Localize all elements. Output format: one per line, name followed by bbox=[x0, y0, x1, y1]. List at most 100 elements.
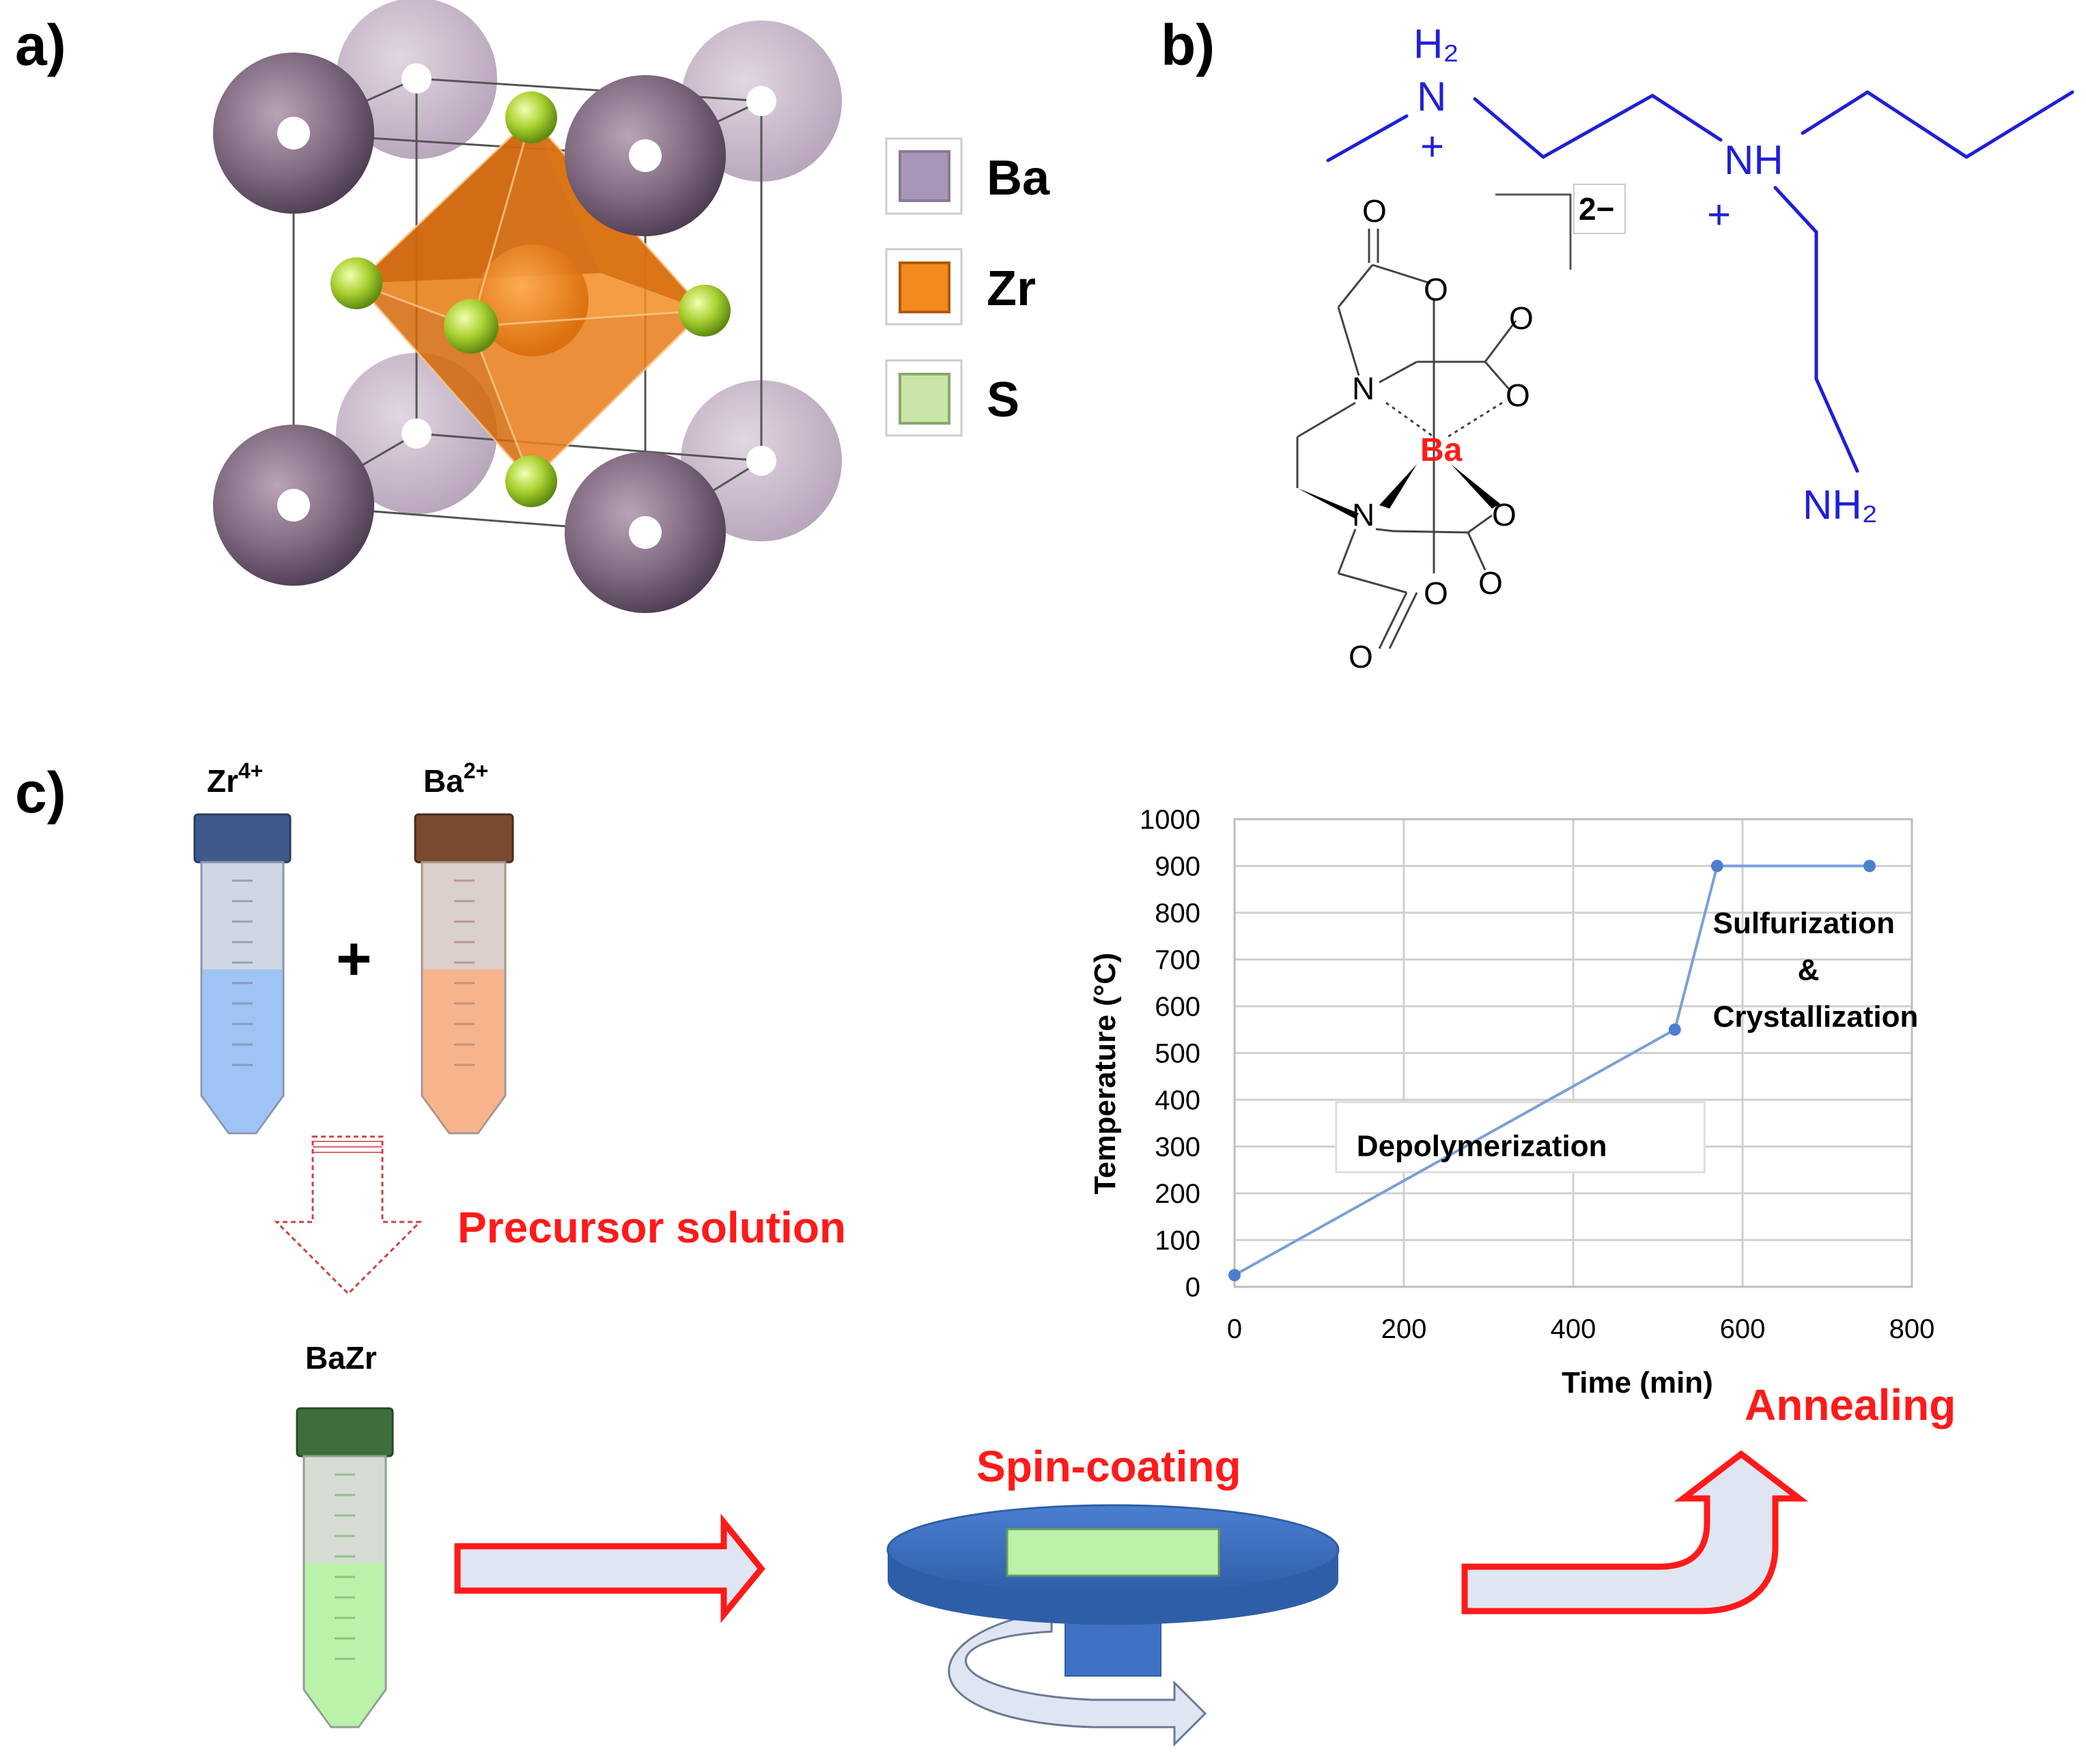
tube-graduations bbox=[335, 1473, 355, 1660]
atom-nh2: NH₂ bbox=[1803, 482, 1878, 528]
charge-plus: + bbox=[1420, 124, 1444, 169]
y-tick-label: 100 bbox=[1155, 1226, 1200, 1256]
ba-edta-complex: 2− bbox=[1296, 184, 1626, 674]
atom-n: N bbox=[1417, 74, 1446, 119]
flow-arrow bbox=[454, 1513, 765, 1623]
legend-swatch-ba bbox=[899, 150, 950, 202]
y-tick-label: 300 bbox=[1155, 1133, 1200, 1163]
x-tick-label: 400 bbox=[1551, 1314, 1596, 1344]
tube-zr: Zr4+ bbox=[193, 758, 292, 1135]
plot-frame bbox=[1233, 818, 1913, 1288]
rotation-arrow bbox=[948, 1610, 1207, 1747]
zr-atom bbox=[477, 244, 589, 356]
charge-plus: + bbox=[1707, 192, 1731, 238]
atom-o: O bbox=[1362, 193, 1387, 229]
series-line bbox=[1228, 859, 1876, 1281]
s-atom bbox=[330, 257, 382, 309]
x-tick-label: 600 bbox=[1720, 1314, 1766, 1344]
annotation-crystallization: Crystallization bbox=[1713, 1000, 1919, 1034]
panel-label-b: b) bbox=[1161, 13, 1215, 77]
wedge-bond bbox=[1451, 464, 1500, 509]
data-point bbox=[1863, 859, 1876, 872]
atom-o: O bbox=[1509, 300, 1534, 336]
y-tick-label: 0 bbox=[1185, 1272, 1200, 1303]
s-atom bbox=[505, 91, 557, 143]
tube-bazr: BaZr bbox=[296, 1340, 394, 1729]
tube-cap bbox=[296, 1407, 394, 1457]
s-atom bbox=[505, 455, 557, 507]
atom-o: O bbox=[1349, 639, 1373, 674]
plus-sign: + bbox=[336, 925, 372, 993]
atom-o: O bbox=[1478, 565, 1503, 601]
atom-o: O bbox=[1506, 378, 1530, 413]
y-tick-label: 500 bbox=[1155, 1039, 1200, 1069]
annotation-depolymerization: Depolymerization bbox=[1357, 1130, 1607, 1163]
legend-label-zr: Zr bbox=[987, 261, 1036, 316]
wedge-bond bbox=[1379, 464, 1417, 509]
atom-o: O bbox=[1492, 497, 1517, 532]
y-tick-labels: 0 100 200 300 400 500 600 700 800 900 1000 bbox=[1140, 805, 1200, 1303]
tube-cap bbox=[193, 813, 292, 864]
sphere-highlights bbox=[277, 63, 776, 549]
complex-charge: 2− bbox=[1579, 191, 1614, 227]
atom-o: O bbox=[1424, 575, 1448, 611]
chart-grid bbox=[1233, 818, 1913, 1288]
atom-h2: H₂ bbox=[1413, 21, 1459, 67]
legend-label-s: S bbox=[987, 373, 1019, 427]
tube-cap bbox=[414, 813, 514, 864]
tube-ba: Ba2+ bbox=[414, 758, 514, 1135]
y-tick-label: 600 bbox=[1155, 992, 1200, 1022]
tube-liquid bbox=[305, 1563, 384, 1726]
y-axis-title: Temperature (°C) bbox=[1088, 952, 1122, 1194]
step-anneal-label: Annealing bbox=[1745, 1380, 1956, 1429]
y-tick-label: 400 bbox=[1155, 1085, 1200, 1115]
atom-nh: NH bbox=[1724, 137, 1784, 183]
atom-n: N bbox=[1352, 371, 1375, 406]
tube-zr-label: Zr4+ bbox=[207, 758, 263, 799]
cation-structure: H₂ N + NH + NH₂ bbox=[1326, 21, 2074, 528]
data-point bbox=[1710, 859, 1723, 872]
tube-liquid bbox=[423, 969, 504, 1132]
atom-n: N bbox=[1352, 497, 1375, 532]
panel-label-a: a) bbox=[15, 13, 66, 77]
mix-arrow bbox=[274, 1135, 423, 1296]
metal-center-ba: Ba bbox=[1420, 432, 1463, 468]
atom-o: O bbox=[1424, 272, 1448, 307]
flow-arrow-up bbox=[1461, 1450, 1809, 1614]
tube-liquid bbox=[203, 969, 282, 1132]
tube-bazr-label: BaZr bbox=[305, 1340, 377, 1376]
legend-swatch-s bbox=[899, 373, 950, 425]
depolymerization-box bbox=[1335, 1100, 1706, 1173]
panel-label-c: c) bbox=[15, 760, 66, 825]
y-tick-label: 1000 bbox=[1140, 805, 1200, 835]
step-spin-label: Spin-coating bbox=[976, 1442, 1241, 1491]
x-tick-label: 200 bbox=[1381, 1314, 1427, 1344]
y-tick-label: 200 bbox=[1155, 1179, 1200, 1209]
x-tick-label: 800 bbox=[1889, 1314, 1935, 1344]
x-axis-title: Time (min) bbox=[1562, 1366, 1713, 1399]
y-tick-label: 700 bbox=[1155, 945, 1200, 976]
x-tick-label: 0 bbox=[1227, 1314, 1242, 1344]
x-tick-labels: 0 200 400 600 800 bbox=[1227, 1314, 1935, 1344]
tube-graduations bbox=[232, 879, 253, 1066]
atom-legend: Ba Zr S bbox=[885, 137, 1050, 437]
y-tick-label: 900 bbox=[1155, 852, 1200, 882]
series-polyline bbox=[1234, 864, 1870, 1277]
wedge-bond bbox=[1297, 488, 1359, 519]
spin-coater: Spin-coating bbox=[886, 1442, 1340, 1747]
crystal-structure bbox=[213, 0, 842, 613]
y-tick-label: 800 bbox=[1155, 898, 1200, 928]
legend-label-ba: Ba bbox=[987, 151, 1050, 205]
annotation-sulfurization: Sulfurization bbox=[1713, 907, 1895, 940]
step-precursor-label: Precursor solution bbox=[457, 1203, 846, 1252]
zrs6-octahedron bbox=[355, 116, 706, 483]
annealing-profile-chart: 0 100 200 300 400 500 600 700 800 900 1000 0 200 400… bbox=[1088, 805, 1934, 1399]
s-atom bbox=[444, 299, 498, 354]
tube-ba-label: Ba2+ bbox=[423, 758, 488, 799]
annotation-ampersand: & bbox=[1798, 954, 1820, 987]
substrate bbox=[1006, 1528, 1220, 1577]
tube-graduations bbox=[454, 879, 475, 1066]
data-point bbox=[1228, 1268, 1241, 1281]
legend-swatch-zr bbox=[899, 261, 950, 313]
